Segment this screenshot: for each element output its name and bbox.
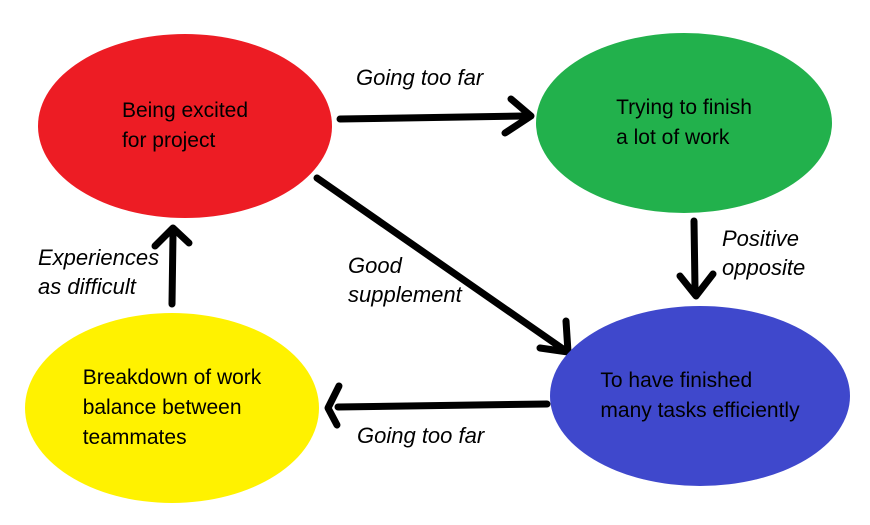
arrow-trying-to-finished bbox=[676, 217, 717, 300]
edge-label-going-too-far-top: Going too far bbox=[356, 65, 484, 90]
edge-label-good-supplement: Good supplement bbox=[348, 253, 462, 307]
node-work-balance-breakdown-label: Breakdown of work balance between teamma… bbox=[82, 366, 262, 449]
edge-label-experiences-as-difficult: Experiences as difficult bbox=[38, 245, 160, 299]
node-trying-to-finish: Trying to finish a lot of work bbox=[536, 33, 832, 213]
node-being-excited: Being excited for project bbox=[38, 34, 332, 218]
arrow-breakdown-to-excited bbox=[151, 224, 193, 308]
edge-label-positive-opposite: Positive opposite bbox=[722, 226, 806, 280]
node-trying-to-finish-label: Trying to finish a lot of work bbox=[616, 96, 752, 149]
arrow-finished-to-breakdown bbox=[324, 382, 551, 429]
edge-label-going-too-far-bottom: Going too far bbox=[357, 423, 485, 448]
node-finished-tasks-label: To have finished many tasks efficiently bbox=[600, 369, 800, 422]
node-work-balance-breakdown: Breakdown of work balance between teamma… bbox=[25, 313, 319, 503]
arrow-excited-to-trying bbox=[336, 95, 535, 137]
node-finished-tasks: To have finished many tasks efficiently bbox=[550, 306, 850, 486]
node-being-excited-label: Being excited for project bbox=[121, 99, 249, 152]
